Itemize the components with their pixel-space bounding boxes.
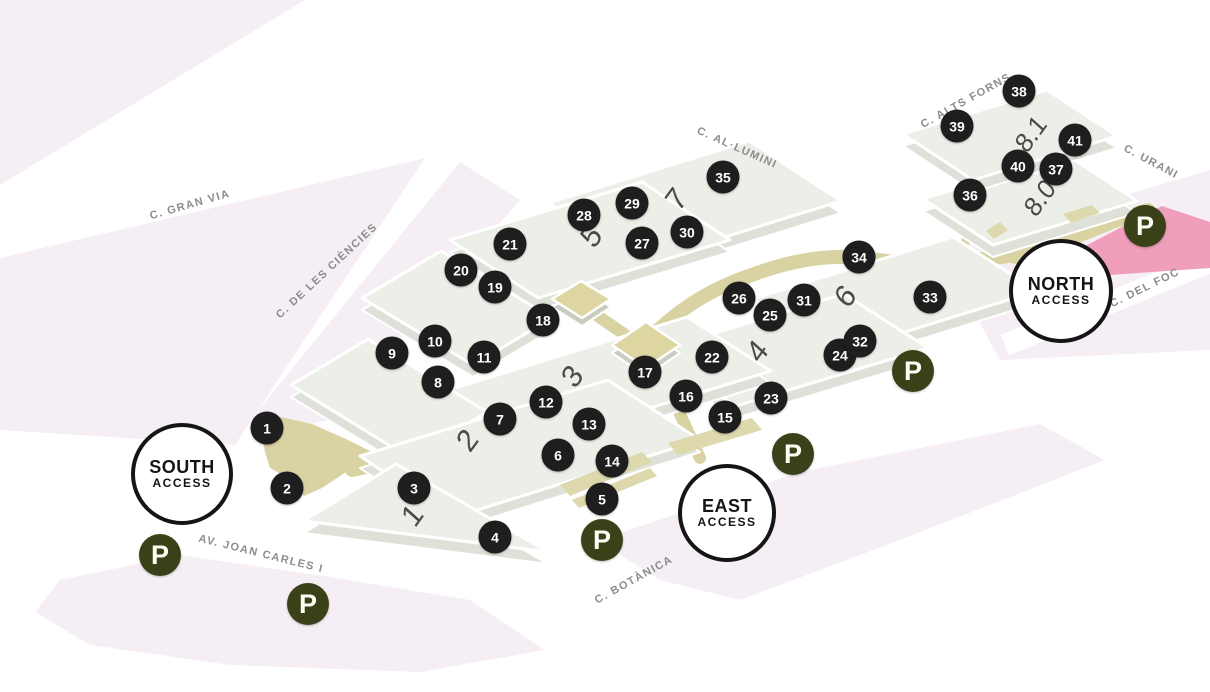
marker-21[interactable]: 21 [493, 227, 527, 261]
access-north-title: NORTH [1027, 274, 1095, 295]
marker-14[interactable]: 14 [595, 444, 629, 478]
marker-40[interactable]: 40 [1001, 149, 1035, 183]
marker-38[interactable]: 38 [1002, 74, 1036, 108]
marker-33[interactable]: 33 [913, 280, 947, 314]
parking-east-1-icon[interactable]: P [581, 519, 623, 561]
hall-3-label: 3 [555, 358, 590, 395]
hall-7-label: 7 [659, 181, 694, 218]
marker-4[interactable]: 4 [478, 520, 512, 554]
marker-19[interactable]: 19 [478, 270, 512, 304]
marker-15[interactable]: 15 [708, 400, 742, 434]
marker-22[interactable]: 22 [695, 340, 729, 374]
marker-2[interactable]: 2 [270, 471, 304, 505]
hall-8-1[interactable] [901, 88, 1119, 182]
parking-east-2-icon[interactable]: P [772, 433, 814, 475]
access-south-subtitle: ACCESS [152, 476, 212, 491]
street-gran-via: C. GRAN VIA [148, 187, 232, 223]
access-north-subtitle: ACCESS [1031, 293, 1091, 308]
access-east-title: EAST [701, 496, 752, 517]
marker-11[interactable]: 11 [467, 340, 501, 374]
marker-27[interactable]: 27 [625, 226, 659, 260]
marker-8[interactable]: 8 [421, 365, 455, 399]
marker-41[interactable]: 41 [1058, 123, 1092, 157]
bg-granvia-wedge [0, 158, 425, 445]
street-del-foc: C. DEL FOC [1108, 265, 1182, 311]
connector-nw-5 [550, 279, 613, 320]
marker-36[interactable]: 36 [953, 178, 987, 212]
marker-12[interactable]: 12 [529, 385, 563, 419]
marker-37[interactable]: 37 [1039, 152, 1073, 186]
street-botanica: C. BOTÀNICA [592, 553, 676, 607]
parking-south-1-icon[interactable]: P [139, 534, 181, 576]
marker-17[interactable]: 17 [628, 355, 662, 389]
marker-28[interactable]: 28 [567, 198, 601, 232]
dock-hall8-se [1063, 205, 1100, 223]
marker-26[interactable]: 26 [722, 281, 756, 315]
marker-1[interactable]: 1 [250, 411, 284, 445]
access-south-title: SOUTH [149, 457, 215, 478]
marker-20[interactable]: 20 [444, 253, 478, 287]
marker-3[interactable]: 3 [397, 471, 431, 505]
marker-31[interactable]: 31 [787, 283, 821, 317]
marker-9[interactable]: 9 [375, 336, 409, 370]
parking-east-3-icon[interactable]: P [892, 350, 934, 392]
marker-34[interactable]: 34 [842, 240, 876, 274]
marker-6[interactable]: 6 [541, 438, 575, 472]
dock-hall8-sw [986, 222, 1008, 239]
hall-2-label: 2 [450, 422, 485, 459]
dock-east-access [668, 418, 762, 455]
marker-29[interactable]: 29 [615, 186, 649, 220]
street-ciencies: C. DE LES CIÈNCIES [273, 220, 381, 322]
marker-23[interactable]: 23 [754, 381, 788, 415]
street-alumini: C. AL·LUMINI [694, 124, 780, 172]
bg-topleft-corner [0, 0, 305, 185]
parking-north-icon[interactable]: P [1124, 205, 1166, 247]
marker-7[interactable]: 7 [483, 402, 517, 436]
hall-4-label: 4 [740, 333, 775, 370]
marker-32[interactable]: 32 [843, 324, 877, 358]
street-urani: C. URANI [1121, 142, 1181, 182]
marker-5[interactable]: 5 [585, 482, 619, 516]
roundabout [84, 467, 136, 509]
street-joan-carles: AV. JOAN CARLES I [197, 532, 325, 576]
marker-13[interactable]: 13 [572, 407, 606, 441]
marker-35[interactable]: 35 [706, 160, 740, 194]
marker-30[interactable]: 30 [670, 215, 704, 249]
marker-18[interactable]: 18 [526, 303, 560, 337]
hall-6-label: 6 [828, 278, 863, 315]
marker-39[interactable]: 39 [940, 109, 974, 143]
parking-south-2-icon[interactable]: P [287, 583, 329, 625]
access-east-subtitle: ACCESS [697, 515, 757, 530]
marker-10[interactable]: 10 [418, 324, 452, 358]
marker-16[interactable]: 16 [669, 379, 703, 413]
marker-25[interactable]: 25 [753, 298, 787, 332]
